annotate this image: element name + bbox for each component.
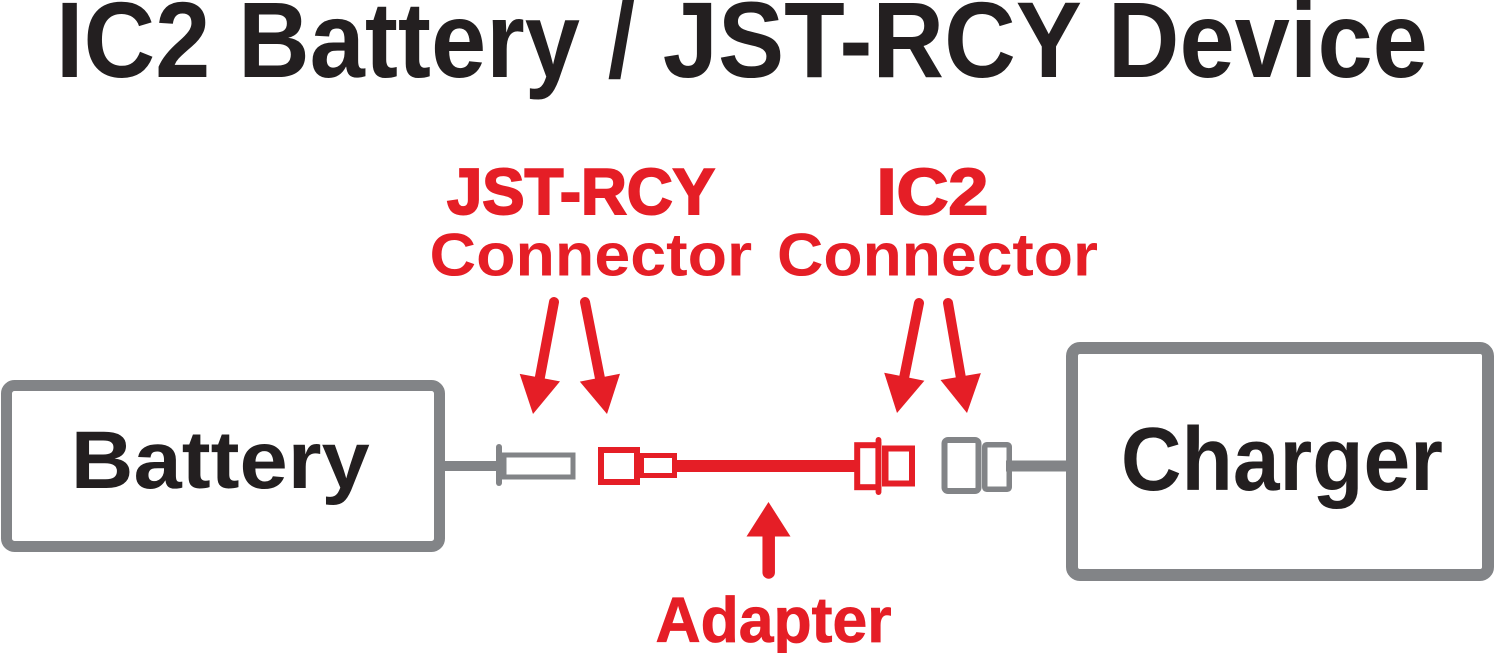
svg-text:Battery: Battery: [71, 415, 370, 506]
svg-text:Connector: Connector: [430, 222, 753, 289]
svg-text:JST-RCY: JST-RCY: [447, 155, 715, 228]
svg-text:Connector: Connector: [777, 222, 1098, 289]
svg-text:IC2 Battery / JST-RCY Device: IC2 Battery / JST-RCY Device: [56, 0, 1428, 100]
svg-text:Adapter: Adapter: [656, 584, 892, 653]
svg-text:Charger: Charger: [1121, 410, 1443, 510]
svg-text:IC2: IC2: [877, 155, 989, 228]
